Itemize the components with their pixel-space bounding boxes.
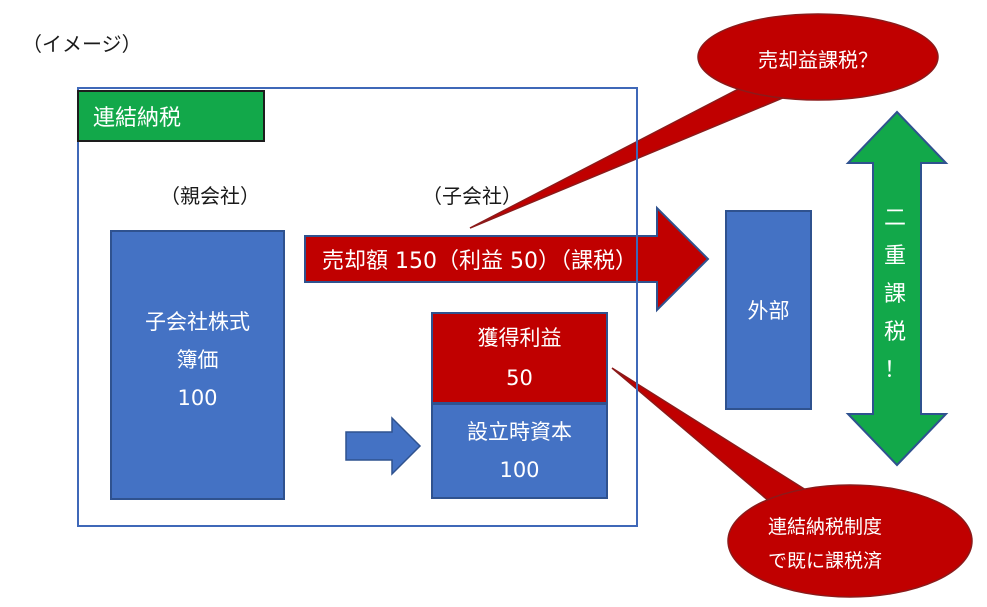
parent-company-label: （親会社） xyxy=(160,184,260,208)
transfer-arrow xyxy=(345,416,422,476)
double-tax-text: 二 重 課 税 ！ xyxy=(880,200,910,390)
double-tax-char: ！ xyxy=(883,358,906,383)
double-tax-char: 課 xyxy=(883,282,906,307)
double-tax-char: 二 xyxy=(883,206,906,231)
callout-bottom-line2: で既に課税済 xyxy=(767,550,882,572)
subsidiary-label: （子会社） xyxy=(422,184,522,208)
callout-top-text: 売却益課税？ xyxy=(758,48,878,72)
sale-arrow xyxy=(304,205,710,313)
caption: （イメージ） xyxy=(22,32,142,56)
callout-bottom-line1: 連結納税制度 xyxy=(767,516,882,538)
capital-box-line2: 100 xyxy=(499,458,540,482)
profit-box-line2: 50 xyxy=(506,366,533,390)
parent-box-line3: 100 xyxy=(177,386,218,410)
outside-label: 外部 xyxy=(747,299,790,323)
callout-top-bubble xyxy=(469,13,939,229)
capital-box: 設立時資本 100 xyxy=(431,403,608,499)
sale-arrow-label: 売却額 150（利益 50）（課税） xyxy=(322,249,637,274)
profit-box: 獲得利益 50 xyxy=(431,312,608,404)
callout-bottom-text: 連結納税制度 で既に課税済 xyxy=(740,510,910,578)
profit-box-line1: 獲得利益 xyxy=(477,326,562,350)
capital-box-line1: 設立時資本 xyxy=(467,420,572,444)
parent-box-line2: 簿価 xyxy=(176,348,219,372)
outside-box: 外部 xyxy=(725,210,812,410)
group-tax-frame xyxy=(77,87,638,527)
parent-box-line1: 子会社株式 xyxy=(145,310,250,334)
double-tax-char: 税 xyxy=(883,320,906,345)
double-tax-char: 重 xyxy=(883,244,906,269)
parent-stock-box: 子会社株式 簿価 100 xyxy=(110,230,285,500)
callout-bottom-bubble xyxy=(611,367,973,598)
double-tax-arrow xyxy=(845,110,949,467)
group-tax-label: 連結納税 xyxy=(77,90,265,142)
